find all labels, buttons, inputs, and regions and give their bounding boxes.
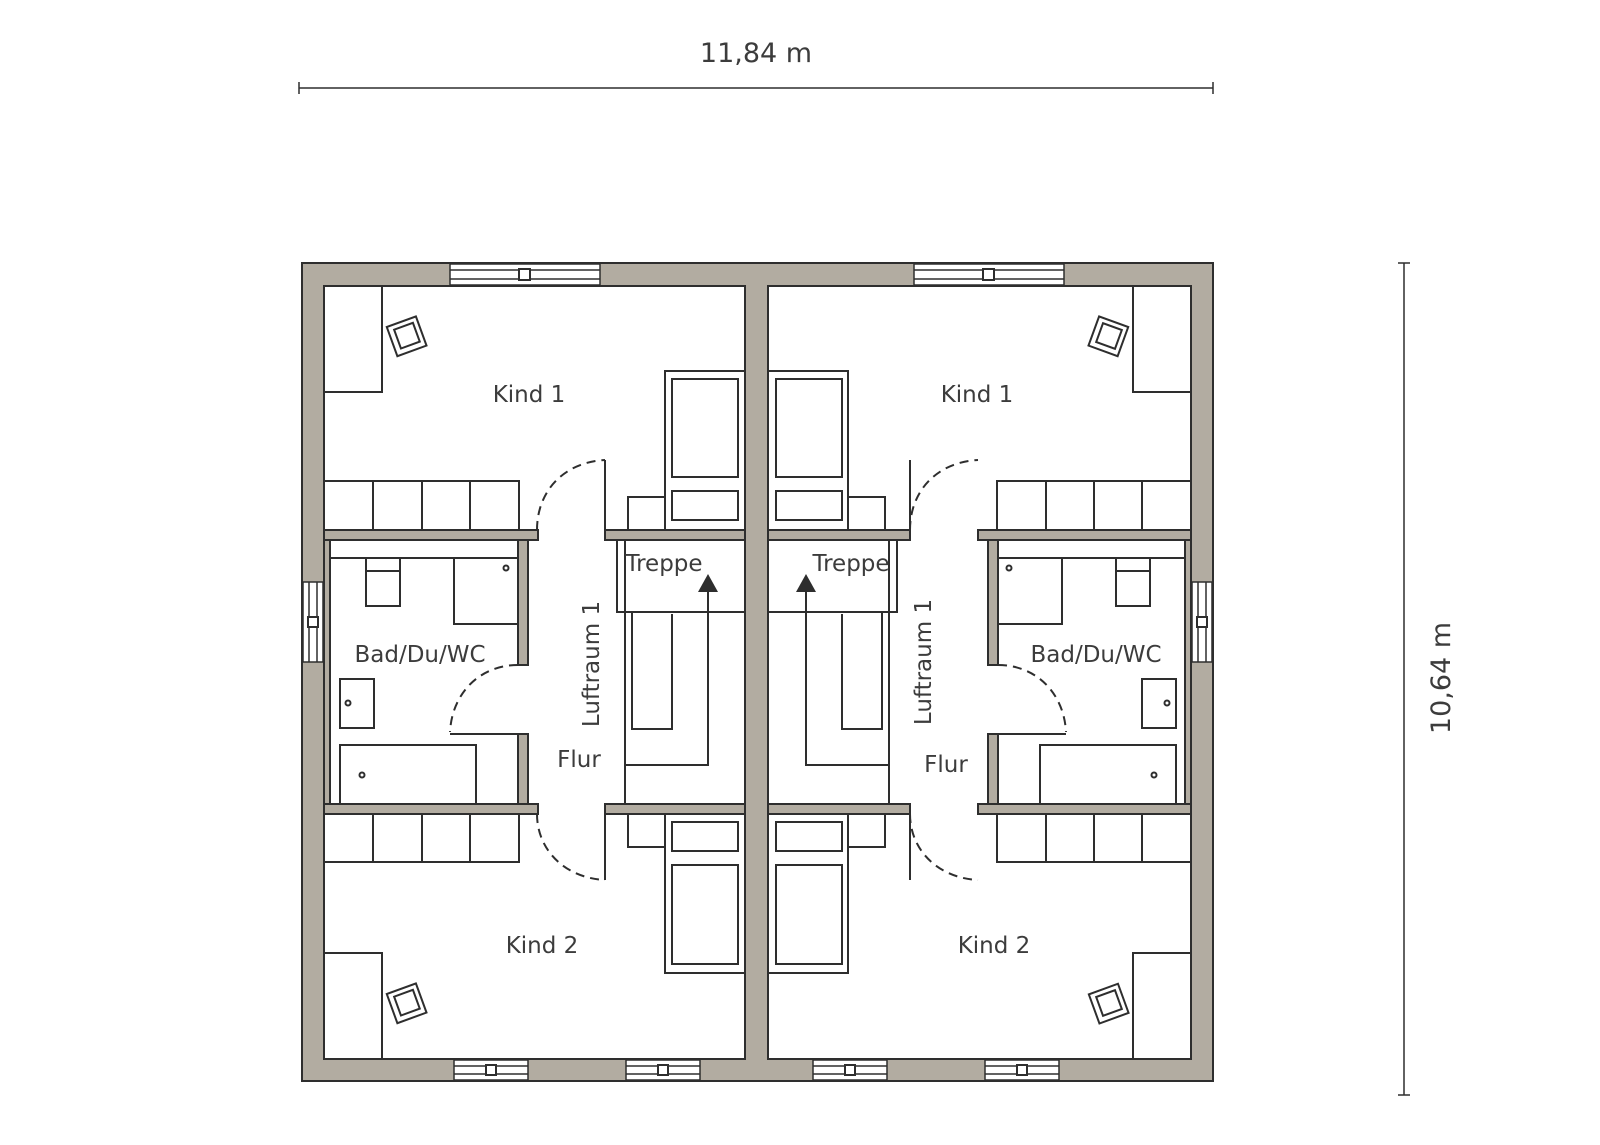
room-label-bath-left: Bad/Du/WC [354, 642, 485, 668]
room-labels: Kind 1 Kind 1 Kind 2 Kind 2 Bad/Du/WC Ba… [354, 382, 1161, 959]
windows [302, 263, 1213, 1081]
room-label-void-left: Luftraum 1 [579, 601, 605, 727]
walls [301, 262, 1214, 1082]
stairs-arrow-icon [796, 574, 816, 592]
room-label-hall-left: Flur [557, 747, 601, 773]
room-label-kind2-right: Kind 2 [958, 933, 1031, 959]
depth-dimension: 10,64 m [1398, 262, 1457, 1096]
doors [449, 459, 1067, 881]
stairs-left [616, 540, 745, 805]
width-dimension: 11,84 m [298, 38, 1214, 94]
room-label-kind1-right: Kind 1 [941, 382, 1014, 408]
room-label-kind2-left: Kind 2 [506, 933, 579, 959]
stairs-arrow-icon [698, 574, 718, 592]
room-label-void-right: Luftraum 1 [911, 599, 937, 725]
furniture-right [767, 285, 1192, 1060]
furniture-left [323, 285, 746, 1060]
width-dimension-label: 11,84 m [700, 38, 812, 69]
room-label-hall-right: Flur [924, 752, 968, 778]
room-label-bath-right: Bad/Du/WC [1030, 642, 1161, 668]
stairs-right [768, 540, 898, 805]
room-label-kind1-left: Kind 1 [493, 382, 566, 408]
depth-dimension-label: 10,64 m [1426, 622, 1457, 734]
room-label-stairs-left: Treppe [624, 551, 702, 577]
room-label-stairs-right: Treppe [811, 551, 889, 577]
